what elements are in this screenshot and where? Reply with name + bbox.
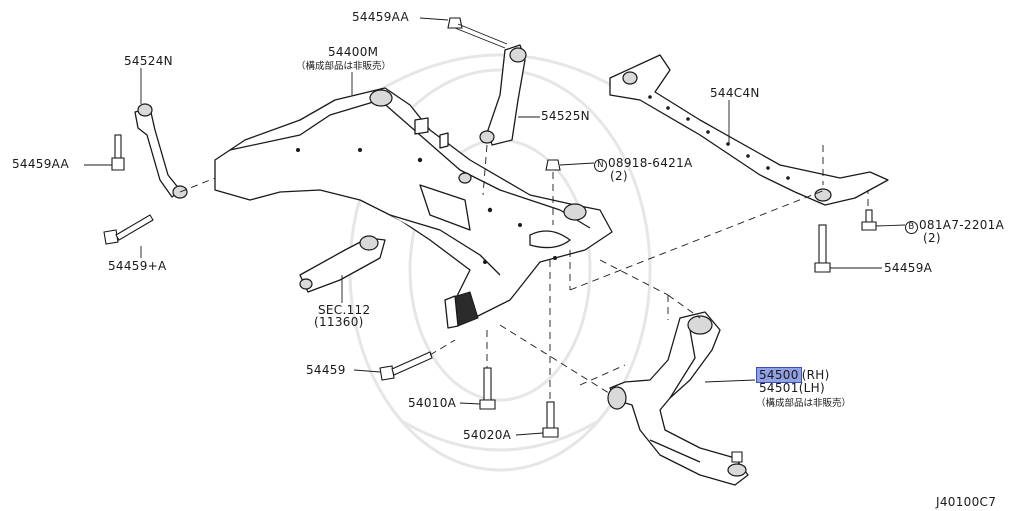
label-54501-side: (LH): [798, 381, 825, 395]
label-54525N[interactable]: 54525N: [541, 109, 590, 123]
label-081A7-qty: (2): [923, 231, 941, 245]
brace-544C4N[interactable]: [609, 54, 889, 206]
nut-08918-6421A[interactable]: [545, 159, 561, 171]
label-081A7-code: 081A7-2201A: [919, 218, 1005, 232]
label-54400M[interactable]: 54400M: [328, 45, 379, 59]
label-sec112-ref: (11360): [314, 315, 364, 329]
assembly-lines: [179, 144, 869, 400]
label-54459[interactable]: 54459: [306, 363, 346, 377]
b-mark: B: [905, 221, 918, 234]
label-54501[interactable]: 54501(LH): [759, 382, 825, 395]
bolt-081A7-2201A[interactable]: [861, 209, 877, 231]
label-54010A[interactable]: 54010A: [408, 396, 457, 410]
stabilizer-link-54524N[interactable]: [134, 103, 188, 199]
bolt-54459[interactable]: [379, 351, 433, 381]
bolt-54459A[interactable]: [814, 224, 831, 273]
label-54459AA-left[interactable]: 54459AA: [12, 157, 70, 171]
bolt-54010A[interactable]: [479, 367, 496, 410]
label-54400M-note: （構成部品は非販売）: [296, 61, 392, 72]
bolt-54459AA-top[interactable]: [447, 17, 508, 49]
bolt-54459plusA[interactable]: [103, 214, 154, 245]
label-54459A[interactable]: 54459A: [884, 261, 933, 275]
label-sec112[interactable]: SEC.112: [318, 303, 371, 317]
crossmember-54400M[interactable]: [214, 87, 613, 329]
label-54459AA-top[interactable]: 54459AA: [352, 10, 410, 24]
diagram-code: J40100C7: [936, 495, 997, 509]
leader-lines: [84, 17, 906, 436]
label-54459plusA[interactable]: 54459+A: [108, 259, 167, 273]
n-mark: N: [594, 159, 607, 172]
label-08918-code: 08918-6421A: [608, 156, 693, 170]
highlight-54500[interactable]: 54500: [756, 367, 802, 383]
label-54020A[interactable]: 54020A: [463, 428, 512, 442]
bolt-54459AA-left[interactable]: [111, 134, 125, 171]
bolt-54020A[interactable]: [542, 401, 559, 438]
label-54524N[interactable]: 54524N: [124, 54, 173, 68]
label-54501-code: 54501: [759, 381, 799, 395]
label-08918-qty: (2): [610, 169, 628, 183]
stabilizer-link-54525N[interactable]: [479, 44, 527, 146]
label-54500-side: (RH): [801, 368, 830, 382]
engine-mount-11360[interactable]: [299, 235, 386, 293]
label-544C4N[interactable]: 544C4N: [710, 86, 760, 100]
label-54500[interactable]: 54500(RH): [756, 367, 830, 383]
lower-arm-54500[interactable]: [607, 311, 749, 486]
label-54501-note: （構成部品は非販売）: [756, 398, 852, 409]
